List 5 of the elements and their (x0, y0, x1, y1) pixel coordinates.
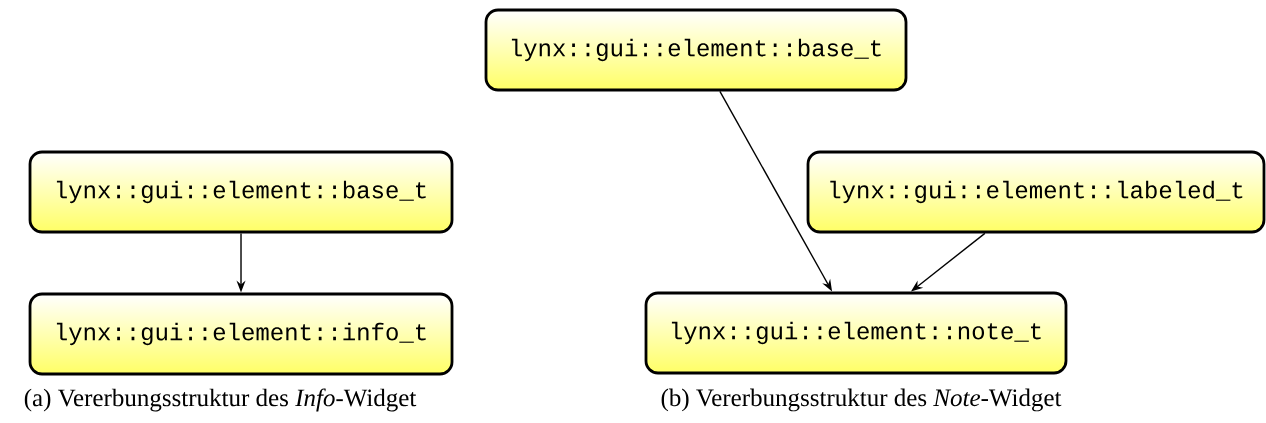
class-box: lynx::gui::element::note_t (644, 291, 1068, 375)
class-box: lynx::gui::element::labeled_t (806, 150, 1266, 234)
class-box: lynx::gui::element::base_t (28, 150, 454, 234)
class-box: lynx::gui::element::info_t (28, 292, 454, 376)
class-box: lynx::gui::element::base_t (484, 8, 908, 92)
